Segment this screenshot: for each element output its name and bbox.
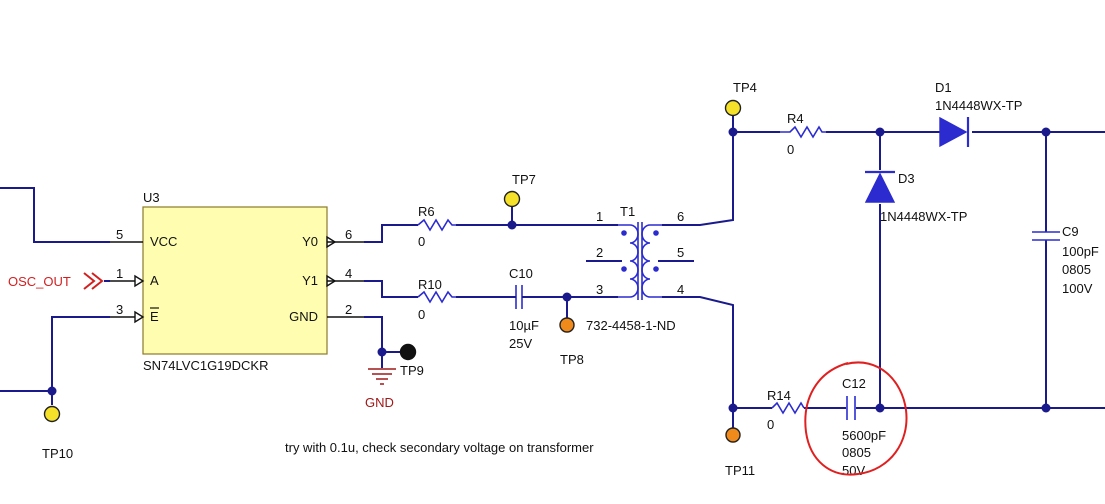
ic-u3-pin-3-num: 3 bbox=[116, 302, 123, 317]
capacitor-c12-rating: 50V bbox=[842, 463, 865, 478]
net-label-osc-out-text: OSC_OUT bbox=[8, 274, 71, 289]
testpoint-tp11-label: TP11 bbox=[725, 463, 755, 478]
resistor-r10[interactable]: R10 0 bbox=[417, 277, 456, 322]
resistor-r4-value: 0 bbox=[787, 142, 794, 157]
ic-u3-pin-4-num: 4 bbox=[345, 266, 352, 281]
ic-u3-pin-6-num: 6 bbox=[345, 227, 352, 242]
transformer-t1-part: 732-4458-1-ND bbox=[586, 318, 676, 333]
testpoint-tp9[interactable]: TP9 bbox=[399, 343, 424, 379]
testpoint-tp9-label: TP9 bbox=[400, 363, 424, 378]
diode-d3-body bbox=[864, 172, 896, 203]
ic-u3-pin-5-num: 5 bbox=[116, 227, 123, 242]
testpoint-tp9-icon bbox=[399, 343, 417, 361]
capacitor-c10[interactable]: C10 10µF 25V bbox=[509, 266, 539, 351]
testpoint-tp8-icon bbox=[559, 317, 575, 333]
wires bbox=[0, 116, 1105, 428]
testpoint-tp4-icon bbox=[724, 99, 742, 117]
diode-d1-refdes: D1 bbox=[935, 80, 952, 95]
design-note: try with 0.1u, check secondary voltage o… bbox=[285, 440, 594, 455]
ic-u3-pin-y0-name: Y0 bbox=[302, 234, 318, 249]
resistor-r6-refdes: R6 bbox=[418, 204, 435, 219]
ic-u3[interactable]: U3 SN74LVC1G19DCKR 5 1 3 VCC A E 6 4 2 Y… bbox=[110, 190, 364, 373]
resistor-r4[interactable]: R4 0 bbox=[780, 111, 826, 157]
resistor-r4-refdes: R4 bbox=[787, 111, 804, 126]
transformer-t1-refdes: T1 bbox=[620, 204, 635, 219]
capacitor-c9-package: 0805 bbox=[1062, 262, 1091, 277]
capacitor-c10-rating: 25V bbox=[509, 336, 532, 351]
ground-symbol[interactable]: GND bbox=[365, 368, 396, 410]
testpoint-tp11-icon bbox=[725, 427, 741, 443]
offpage-arrow-icon bbox=[83, 272, 104, 290]
ic-u3-part: SN74LVC1G19DCKR bbox=[143, 358, 268, 373]
diode-d3-part: 1N4448WX-TP bbox=[880, 209, 967, 224]
transformer-t1-pin-4: 4 bbox=[677, 282, 684, 297]
capacitor-c10-value: 10µF bbox=[509, 318, 539, 333]
capacitor-c10-refdes: C10 bbox=[509, 266, 533, 281]
ic-u3-pin-gnd-name: GND bbox=[289, 309, 318, 324]
capacitor-c12-value: 5600pF bbox=[842, 428, 886, 443]
capacitor-c12-package: 0805 bbox=[842, 445, 871, 460]
transformer-t1-pin-1: 1 bbox=[596, 209, 603, 224]
resistor-r10-value: 0 bbox=[418, 307, 425, 322]
ic-u3-pin-e-name: E bbox=[150, 309, 159, 324]
testpoint-tp11[interactable]: TP11 bbox=[725, 427, 755, 478]
testpoint-tp4[interactable]: TP4 bbox=[724, 80, 757, 117]
testpoint-tp4-label: TP4 bbox=[733, 80, 757, 95]
testpoint-tp7-icon bbox=[503, 190, 521, 208]
capacitor-c9-refdes: C9 bbox=[1062, 224, 1079, 239]
resistor-r6-value: 0 bbox=[418, 234, 425, 249]
diode-d3[interactable]: D3 1N4448WX-TP bbox=[864, 170, 967, 224]
transformer-t1[interactable]: T1 1 2 3 6 5 4 732-4458-1-ND bbox=[586, 204, 694, 333]
capacitor-c12-refdes: C12 bbox=[842, 376, 866, 391]
resistor-r14-refdes: R14 bbox=[767, 388, 791, 403]
diode-d3-refdes: D3 bbox=[898, 171, 915, 186]
ic-u3-refdes: U3 bbox=[143, 190, 160, 205]
transformer-t1-pin-3: 3 bbox=[596, 282, 603, 297]
transformer-t1-pin-6: 6 bbox=[677, 209, 684, 224]
testpoint-tp10-icon bbox=[43, 405, 61, 423]
ic-u3-body bbox=[142, 206, 328, 355]
ic-u3-pin-y1-name: Y1 bbox=[302, 273, 318, 288]
net-label-osc-out[interactable]: OSC_OUT bbox=[8, 272, 104, 290]
capacitor-c9[interactable]: C9 100pF 0805 100V bbox=[1032, 224, 1099, 296]
testpoint-tp7-label: TP7 bbox=[512, 172, 536, 187]
ground-label: GND bbox=[365, 395, 394, 410]
transformer-t1-pin-5: 5 bbox=[677, 245, 684, 260]
ic-u3-pin-vcc-name: VCC bbox=[150, 234, 177, 249]
resistor-r14[interactable]: R14 0 bbox=[767, 388, 805, 432]
testpoint-tp8[interactable]: TP8 bbox=[559, 317, 584, 367]
testpoint-tp10-label: TP10 bbox=[42, 446, 73, 461]
testpoint-tp10[interactable]: TP10 bbox=[42, 405, 73, 462]
testpoint-tp8-label: TP8 bbox=[560, 352, 584, 367]
ic-u3-pin-a-name: A bbox=[150, 273, 159, 288]
diode-d1-body bbox=[939, 116, 968, 148]
annotation-circle bbox=[804, 361, 908, 476]
capacitor-c9-value: 100pF bbox=[1062, 244, 1099, 259]
ic-u3-pin-2-num: 2 bbox=[345, 302, 352, 317]
resistor-r14-value: 0 bbox=[767, 417, 774, 432]
junctions bbox=[47, 127, 1051, 413]
ground-icon bbox=[368, 368, 396, 385]
ic-u3-pin-1-num: 1 bbox=[116, 266, 123, 281]
diode-d1-part: 1N4448WX-TP bbox=[935, 98, 1022, 113]
resistor-r6[interactable]: R6 0 bbox=[417, 204, 456, 249]
diode-d1[interactable]: D1 1N4448WX-TP bbox=[935, 80, 1022, 148]
transformer-t1-pin-2: 2 bbox=[596, 245, 603, 260]
capacitor-c9-rating: 100V bbox=[1062, 281, 1093, 296]
testpoint-tp7[interactable]: TP7 bbox=[503, 172, 536, 208]
resistor-r10-refdes: R10 bbox=[418, 277, 442, 292]
